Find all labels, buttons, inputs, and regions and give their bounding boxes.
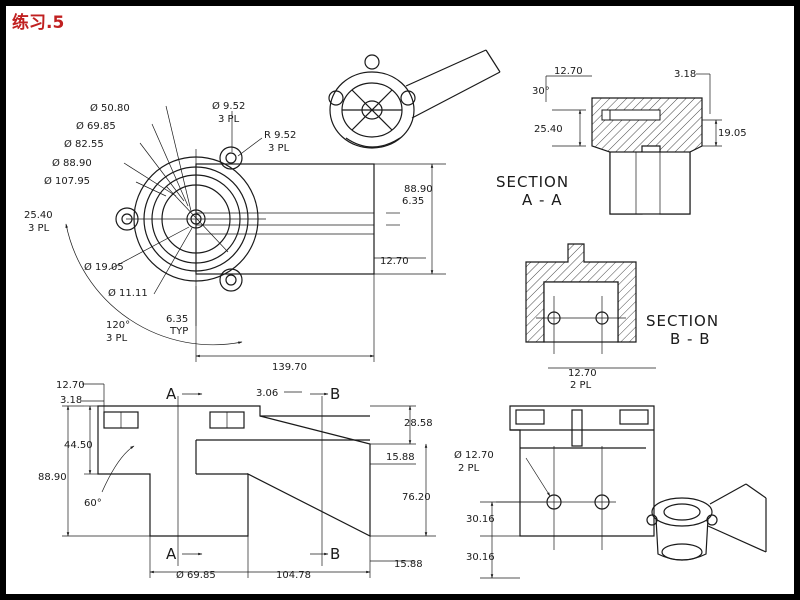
dim-radius-qty: 3 PL bbox=[268, 143, 290, 154]
section-aa-title: SECTION bbox=[496, 173, 569, 191]
dim-aa-angle: 30° bbox=[532, 86, 550, 97]
dim-front-104-78: 104.78 bbox=[276, 570, 311, 581]
marker-b-top: B bbox=[330, 385, 341, 403]
dim-slot-6-35: 6.35 bbox=[402, 196, 424, 207]
front-body-outline bbox=[97, 405, 371, 537]
section-bb-title: SECTION bbox=[646, 312, 719, 330]
dim-aa-top: 3.18 bbox=[674, 69, 696, 80]
dim-d69-85: Ø 69.85 bbox=[76, 120, 116, 132]
dim-bb-qty: 2 PL bbox=[570, 380, 592, 391]
dim-front-15-88-b: 15.88 bbox=[394, 559, 423, 570]
dim-d107-95: Ø 107.95 bbox=[44, 175, 90, 187]
dim-front-44-50: 44.50 bbox=[64, 440, 93, 451]
dim-lug-qty: 3 PL bbox=[28, 223, 50, 234]
isometric-view-bottom bbox=[646, 483, 767, 561]
dim-side-30-16-b: 30.16 bbox=[466, 552, 495, 563]
front-view: A A B B 12.70 3.18 44.50 88.90 60° 3.06 … bbox=[38, 380, 436, 581]
section-b-b: SECTION B - B 12.70 2 PL bbox=[525, 243, 719, 391]
dim-bb-width: 12.70 bbox=[568, 368, 597, 379]
dim-front-3-06: 3.06 bbox=[256, 388, 278, 399]
marker-a-bottom: A bbox=[166, 545, 177, 563]
dim-aa-wall: 12.70 bbox=[554, 66, 583, 77]
dim-side-hole: Ø 12.70 bbox=[454, 449, 494, 461]
dim-offset-12-70: 12.70 bbox=[380, 256, 409, 267]
dim-front-15-88-a: 15.88 bbox=[386, 452, 415, 463]
dim-angle-120: 120° bbox=[106, 320, 130, 331]
section-bb-subtitle: B - B bbox=[670, 330, 711, 348]
dim-hole-qty: 3 PL bbox=[218, 114, 240, 125]
dim-front-angle: 60° bbox=[84, 498, 102, 509]
dim-d88-90: Ø 88.90 bbox=[52, 157, 92, 169]
isometric-view-top bbox=[328, 49, 501, 149]
section-a-a: SECTION A - A 12.70 30° 3.18 25.40 19.05 bbox=[496, 66, 747, 215]
dim-d82-55: Ø 82.55 bbox=[64, 138, 104, 150]
dim-rib: 6.35 bbox=[166, 314, 188, 325]
marker-b-bottom: B bbox=[330, 545, 341, 563]
dim-lug: 25.40 bbox=[24, 210, 53, 221]
dim-front-76-20: 76.20 bbox=[402, 492, 431, 503]
dim-aa-right: 19.05 bbox=[718, 128, 747, 139]
dim-d19-05: Ø 19.05 bbox=[84, 261, 124, 273]
dim-side-30-16-a: 30.16 bbox=[466, 514, 495, 525]
dim-rib-note: TYP bbox=[169, 326, 188, 337]
dim-height-88-90: 88.90 bbox=[404, 184, 433, 195]
dim-hole-9-52: Ø 9.52 bbox=[212, 100, 245, 112]
dim-angle-qty: 3 PL bbox=[106, 333, 128, 344]
dim-radius: R 9.52 bbox=[264, 130, 296, 141]
dim-front-d69-85: Ø 69.85 bbox=[176, 569, 216, 581]
section-aa-subtitle: A - A bbox=[522, 191, 562, 209]
drawing-sheet: 练习.5 bbox=[6, 6, 794, 594]
dim-d50-80: Ø 50.80 bbox=[90, 102, 130, 114]
dim-side-qty: 2 PL bbox=[458, 463, 480, 474]
dim-front-3-18: 3.18 bbox=[60, 395, 82, 406]
dim-aa-depth: 25.40 bbox=[534, 124, 563, 135]
side-view: Ø 12.70 2 PL 30.16 30.16 bbox=[454, 405, 655, 579]
top-view: Ø 50.80 Ø 69.85 Ø 82.55 Ø 88.90 Ø 107.95… bbox=[24, 100, 446, 373]
dim-length-139-70: 139.70 bbox=[272, 362, 307, 373]
dim-front-12-70: 12.70 bbox=[56, 380, 85, 391]
dim-front-28-58: 28.58 bbox=[404, 418, 433, 429]
dim-d11-11: Ø 11.11 bbox=[108, 287, 148, 299]
marker-a-top: A bbox=[166, 385, 177, 403]
dim-front-88-90: 88.90 bbox=[38, 472, 67, 483]
engineering-drawing: 练习.5 bbox=[12, 12, 767, 581]
drawing-title: 练习.5 bbox=[12, 12, 64, 33]
